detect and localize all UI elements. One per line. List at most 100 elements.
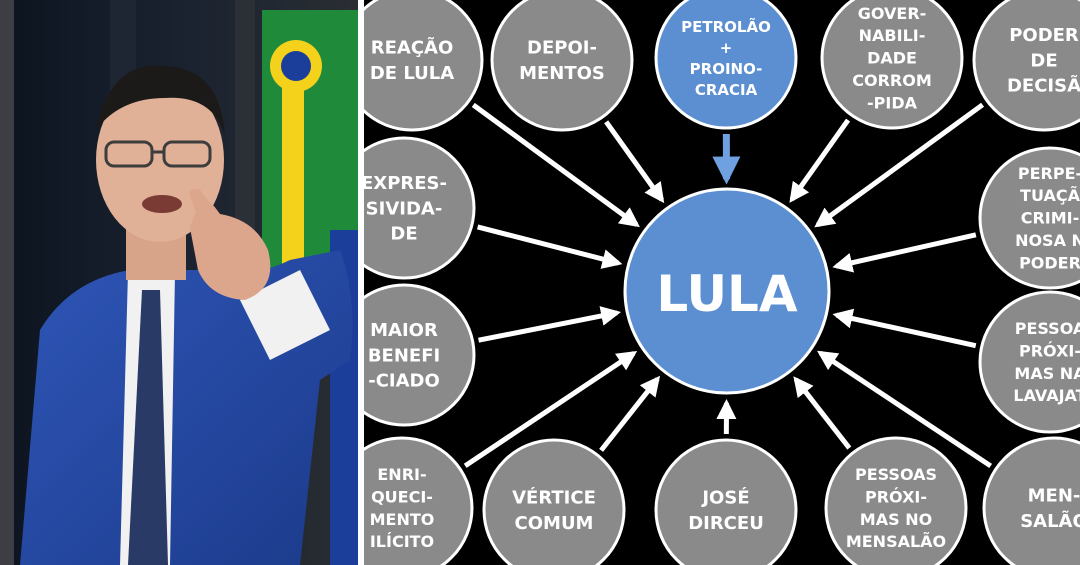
- node-label-governabilidade-corrompida: CORROM: [852, 71, 932, 90]
- node-label-perpetuacao-criminosa: PERPE-: [1018, 164, 1080, 183]
- node-circle-depoimentos: [490, 0, 634, 132]
- node-label-enriquecimento-ilicito: ENRI-: [377, 465, 426, 484]
- node-circle-mensalao: [982, 436, 1080, 565]
- arrow-pessoas-proximas-lavajato: [832, 308, 977, 349]
- node-circle-maior-beneficiado: [364, 283, 476, 427]
- node-circle-enriquecimento-ilicito: [364, 436, 474, 565]
- node-label-expressividade: EXPRES-: [364, 173, 447, 194]
- pointing-finger: [189, 188, 214, 212]
- node-label-enriquecimento-ilicito: ILÍCITO: [370, 532, 434, 551]
- node-circle-petrolao-propinocracia: [654, 0, 798, 130]
- node-label-enriquecimento-ilicito: MENTO: [370, 510, 435, 529]
- node-perpetuacao-criminosa: PERPE- TUAÇÃ CRIMI- NOSA N PODER: [978, 146, 1080, 290]
- node-pessoas-proximas-mensalao: PESSOAS PRÓXI- MAS NO MENSALÃO: [824, 436, 968, 565]
- arrow-vertice-comum: [599, 375, 661, 452]
- arrow-perpetuacao-criminosa: [832, 232, 977, 273]
- node-governabilidade-corrompida: GOVER- NABILI- DADE CORROM -PIDA: [820, 0, 964, 130]
- node-label-pessoas-proximas-lavajato: PESSOA: [1015, 319, 1080, 338]
- node-label-pessoas-proximas-mensalao: PRÓXI-: [865, 487, 927, 506]
- node-circle-jose-dirceu: [654, 438, 798, 565]
- node-label-criacao-de-lula: REAÇÃO: [371, 36, 454, 59]
- node-label-governabilidade-corrompida: NABILI-: [859, 26, 926, 45]
- node-label-criacao-de-lula: DE LULA: [370, 63, 454, 84]
- node-label-vertice-comum: COMUM: [515, 513, 594, 534]
- arrow-pessoas-proximas-mensalao: [793, 376, 852, 450]
- arrow-depoimentos: [604, 120, 665, 204]
- node-label-poder-de-decisao: DE: [1030, 50, 1057, 71]
- node-label-enriquecimento-ilicito: QUECI-: [371, 487, 433, 506]
- node-label-petrolao-propinocracia: CRACIA: [695, 81, 758, 99]
- arrow-mensalao: [816, 350, 993, 469]
- node-label-perpetuacao-criminosa: TUAÇÃ: [1020, 186, 1080, 205]
- node-label-maior-beneficiado: -CIADO: [368, 371, 440, 392]
- pillar-left: [0, 0, 14, 565]
- node-circle-vertice-comum: [482, 438, 626, 565]
- node-label-vertice-comum: VÉRTICE: [512, 487, 596, 509]
- arrows: [463, 102, 993, 469]
- node-label-expressividade: SIVIDA-: [366, 198, 443, 219]
- pointing-hand: [190, 204, 271, 300]
- arrow-governabilidade-corrompida: [789, 118, 851, 203]
- node-label-jose-dirceu: JOSÉ: [700, 487, 749, 509]
- node-label-poder-de-decisao: PODER: [1009, 25, 1079, 46]
- mouth: [142, 195, 182, 213]
- node-vertice-comum: VÉRTICE COMUM: [482, 438, 626, 565]
- node-depoimentos: DEPOI- MENTOS: [490, 0, 634, 132]
- node-circle-governabilidade-corrompida: [820, 0, 964, 130]
- diagram-canvas: REAÇÃO DE LULA DEPOI- MENTOS PETROLÃO + PROINO…: [364, 0, 1080, 565]
- node-label-petrolao-propinocracia: +: [720, 39, 733, 57]
- node-label-pessoas-proximas-mensalao: MENSALÃO: [846, 532, 946, 551]
- lula-diagram: REAÇÃO DE LULA DEPOI- MENTOS PETROLÃO + PROINO…: [364, 0, 1080, 565]
- node-label-pessoas-proximas-lavajato: LAVAJAT: [1013, 386, 1080, 405]
- node-maior-beneficiado: MAIOR BENEFI -CIADO: [364, 283, 476, 427]
- node-circle-expressividade: [364, 136, 476, 280]
- node-label-governabilidade-corrompida: -PIDA: [867, 93, 918, 112]
- node-label-perpetuacao-criminosa: NOSA N: [1015, 231, 1080, 250]
- center-circle: [623, 187, 831, 395]
- node-enriquecimento-ilicito: ENRI- QUECI- MENTO ILÍCITO: [364, 436, 474, 565]
- node-circle-pessoas-proximas-lavajato: [978, 290, 1080, 434]
- node-label-jose-dirceu: DIRCEU: [688, 513, 764, 534]
- node-label-mensalao: SALÃO: [1020, 509, 1080, 532]
- node-jose-dirceu: JOSÉ DIRCEU: [654, 438, 798, 565]
- image-divider: [358, 0, 364, 565]
- node-label-mensalao: MEN-: [1028, 486, 1080, 507]
- tie: [128, 290, 168, 565]
- node-expressividade: EXPRES- SIVIDA- DE: [364, 136, 476, 280]
- center-node: LULA: [623, 187, 831, 395]
- node-mensalao: MEN-SALÃO: [982, 436, 1080, 565]
- node-label-pessoas-proximas-mensalao: MAS NO: [860, 510, 932, 529]
- node-circle-pessoas-proximas-mensalao: [824, 436, 968, 565]
- node-label-depoimentos: MENTOS: [519, 63, 605, 84]
- node-label-expressividade: DE: [390, 224, 417, 245]
- node-label-maior-beneficiado: BENEFI: [368, 345, 440, 366]
- arrow-expressividade: [476, 224, 623, 269]
- node-label-perpetuacao-criminosa: PODER: [1019, 253, 1080, 272]
- node-label-pessoas-proximas-lavajato: PRÓXI-: [1019, 341, 1080, 360]
- nodes: REAÇÃO DE LULA DEPOI- MENTOS PETROLÃO + PROINO…: [364, 0, 1080, 565]
- node-label-governabilidade-corrompida: DADE: [867, 49, 917, 68]
- glasses: [104, 140, 212, 168]
- speaker-photo-illustration: [0, 0, 358, 565]
- shirt-cuff: [240, 270, 330, 360]
- center-label: LULA: [656, 265, 798, 323]
- node-label-perpetuacao-criminosa: CRIMI-: [1021, 209, 1080, 228]
- node-label-petrolao-propinocracia: PROINO-: [690, 60, 763, 78]
- arrow-enriquecimento-ilicito: [463, 350, 638, 468]
- node-criacao-de-lula: REAÇÃO DE LULA: [364, 0, 484, 132]
- arrow-maior-beneficiado: [478, 306, 622, 343]
- node-circle-criacao-de-lula: [364, 0, 484, 132]
- node-label-poder-de-decisao: DECISÃ: [1007, 74, 1080, 97]
- node-label-maior-beneficiado: MAIOR: [370, 320, 438, 341]
- hair: [96, 65, 225, 135]
- node-petrolao-propinocracia: PETROLÃO + PROINO- CRACIA: [654, 0, 798, 130]
- node-label-pessoas-proximas-mensalao: PESSOAS: [855, 465, 937, 484]
- arrow-criacao-de-lula: [471, 102, 640, 228]
- node-circle-poder-de-decisao: [972, 0, 1080, 132]
- node-label-depoimentos: DEPOI-: [527, 38, 597, 59]
- arrow-poder-de-decisao: [814, 102, 985, 228]
- node-label-petrolao-propinocracia: PETROLÃO: [681, 17, 771, 36]
- node-label-governabilidade-corrompida: GOVER-: [858, 4, 927, 23]
- node-poder-de-decisao: PODER DE DECISÃ: [972, 0, 1080, 132]
